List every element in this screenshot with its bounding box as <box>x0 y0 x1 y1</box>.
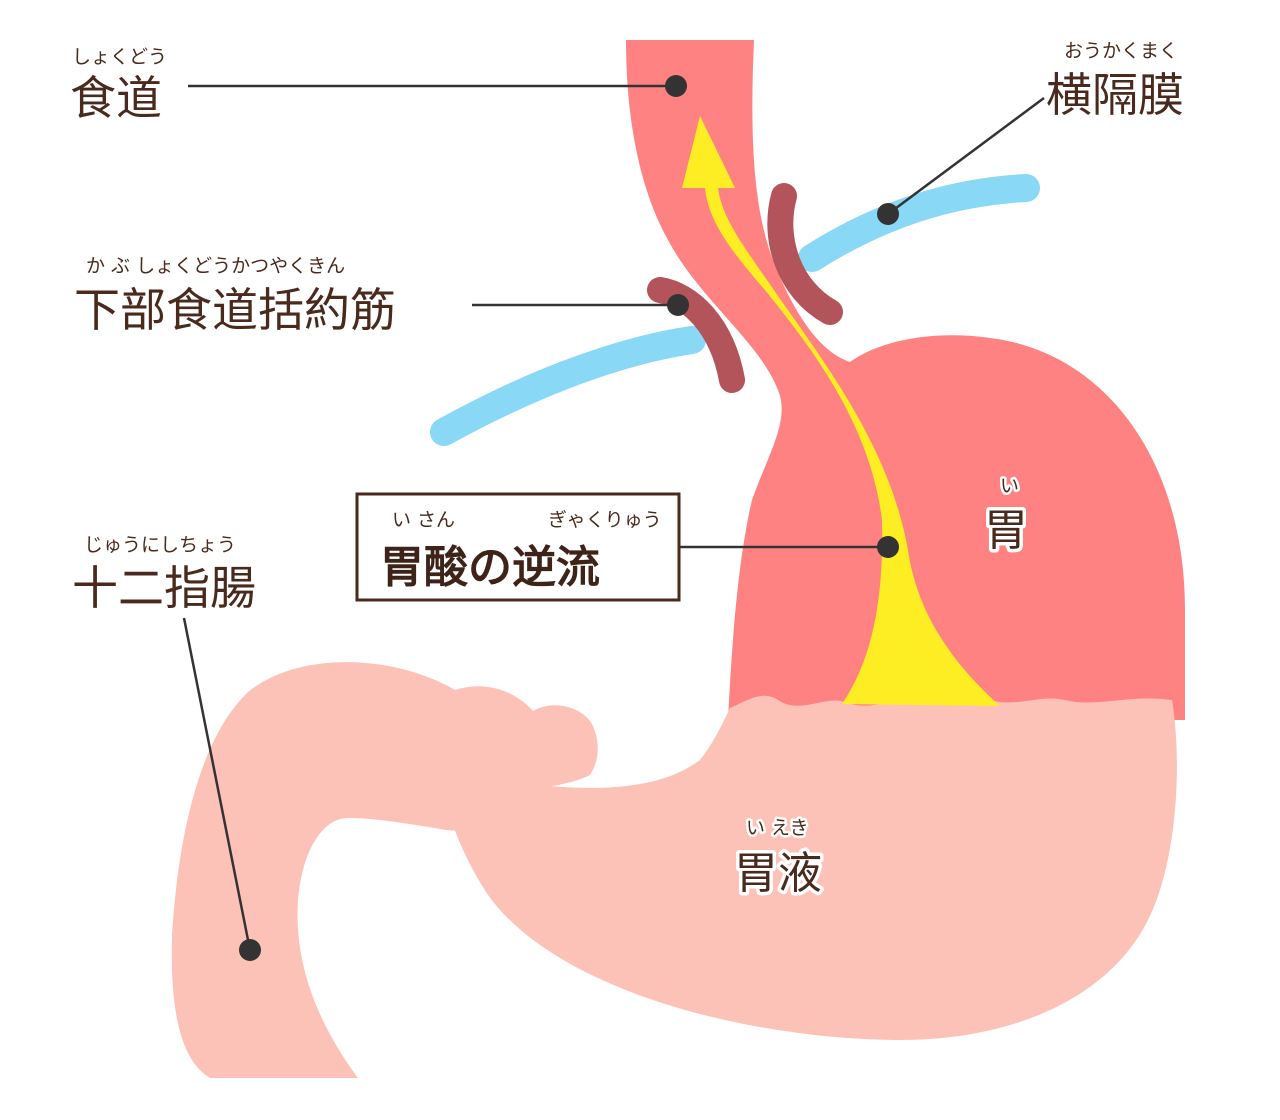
diaphragm-ruby: おうかくまく <box>1064 40 1178 62</box>
gastric-juice-shape <box>440 695 1177 1040</box>
dot-duodenum <box>239 939 261 961</box>
dot-diaphragm <box>877 203 899 225</box>
reflux-label: 胃酸の逆流 <box>380 542 600 593</box>
leader-duodenum <box>182 617 252 951</box>
dot-reflux <box>877 536 899 558</box>
diaphragm-left <box>430 326 706 446</box>
sphincter-left <box>647 277 745 393</box>
reflux-ruby-right: ぎゃくりゅう <box>548 509 662 531</box>
dot-esophagus <box>665 75 687 97</box>
gastric-juice-label: 胃液 <box>734 848 822 899</box>
dot-les <box>667 294 689 316</box>
les-ruby: か ぶ しょくどうかつやくきん <box>86 255 345 277</box>
gastric-juice-ruby: い えき <box>746 817 808 839</box>
sphincter-right <box>767 183 843 325</box>
reflux-box <box>355 492 681 602</box>
reflux-ruby-left: い さん <box>392 509 455 531</box>
esophagus-ruby: しょくどう <box>72 46 167 68</box>
diaphragm-label: 横隔膜 <box>1046 68 1184 122</box>
reflux-stream <box>682 116 1000 706</box>
stomach-label: 胃 <box>984 505 1028 556</box>
diaphragm-right <box>798 174 1040 272</box>
duodenum-ruby: じゅうにしちょう <box>84 534 236 556</box>
stomach-shape <box>626 40 1185 720</box>
leader-diaphragm <box>887 96 1045 216</box>
stomach-ruby: い <box>1000 475 1019 497</box>
les-label: 下部食道括約筋 <box>74 283 396 337</box>
duodenum-label: 十二指腸 <box>72 561 256 615</box>
esophagus-label: 食道 <box>70 71 162 125</box>
pylorus-shape <box>436 687 598 790</box>
